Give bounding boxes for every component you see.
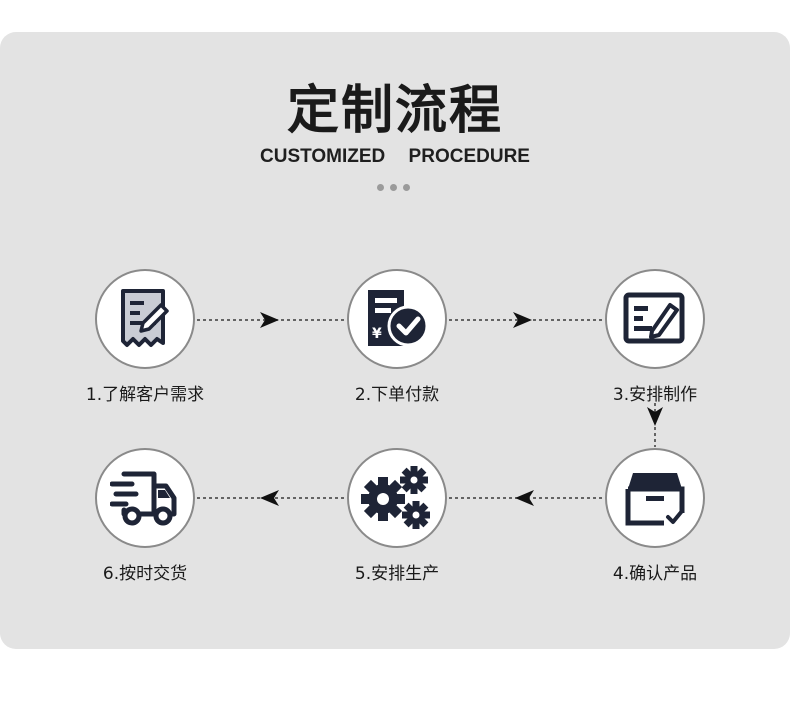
step-2-circle: ¥	[347, 269, 447, 369]
step-6-label: 6.按时交货	[102, 564, 188, 584]
gears-icon	[361, 466, 430, 529]
step-5-label: 5.安排生产	[354, 564, 440, 584]
step-2-label: 2.下单付款	[354, 385, 440, 405]
box-check-icon	[625, 473, 685, 526]
step-4-label: 4.确认产品	[612, 564, 698, 584]
page-title: 定制流程	[286, 81, 503, 141]
step-4-circle	[605, 448, 705, 548]
decorative-dots	[377, 184, 410, 191]
delivery-truck-icon	[110, 471, 177, 526]
svg-text:¥: ¥	[372, 326, 382, 342]
step-5-circle	[347, 448, 447, 548]
arrow-right-icon	[260, 312, 279, 328]
step-3-circle	[605, 269, 705, 369]
step-3-label: 3.安排制作	[612, 385, 698, 405]
form-pen-icon	[623, 292, 685, 344]
arrow-down-icon	[647, 407, 663, 426]
step-6-circle	[95, 448, 195, 548]
payment-check-icon: ¥	[368, 290, 429, 347]
receipt-edit-icon	[121, 289, 169, 347]
arrow-left-icon	[515, 490, 534, 506]
step-1-circle	[95, 269, 195, 369]
page-subtitle: CUSTOMIZED PROCEDURE	[260, 146, 530, 167]
arrow-left-icon	[260, 490, 279, 506]
arrow-right-icon	[513, 312, 532, 328]
step-1-label: 1.了解客户需求	[85, 385, 205, 405]
